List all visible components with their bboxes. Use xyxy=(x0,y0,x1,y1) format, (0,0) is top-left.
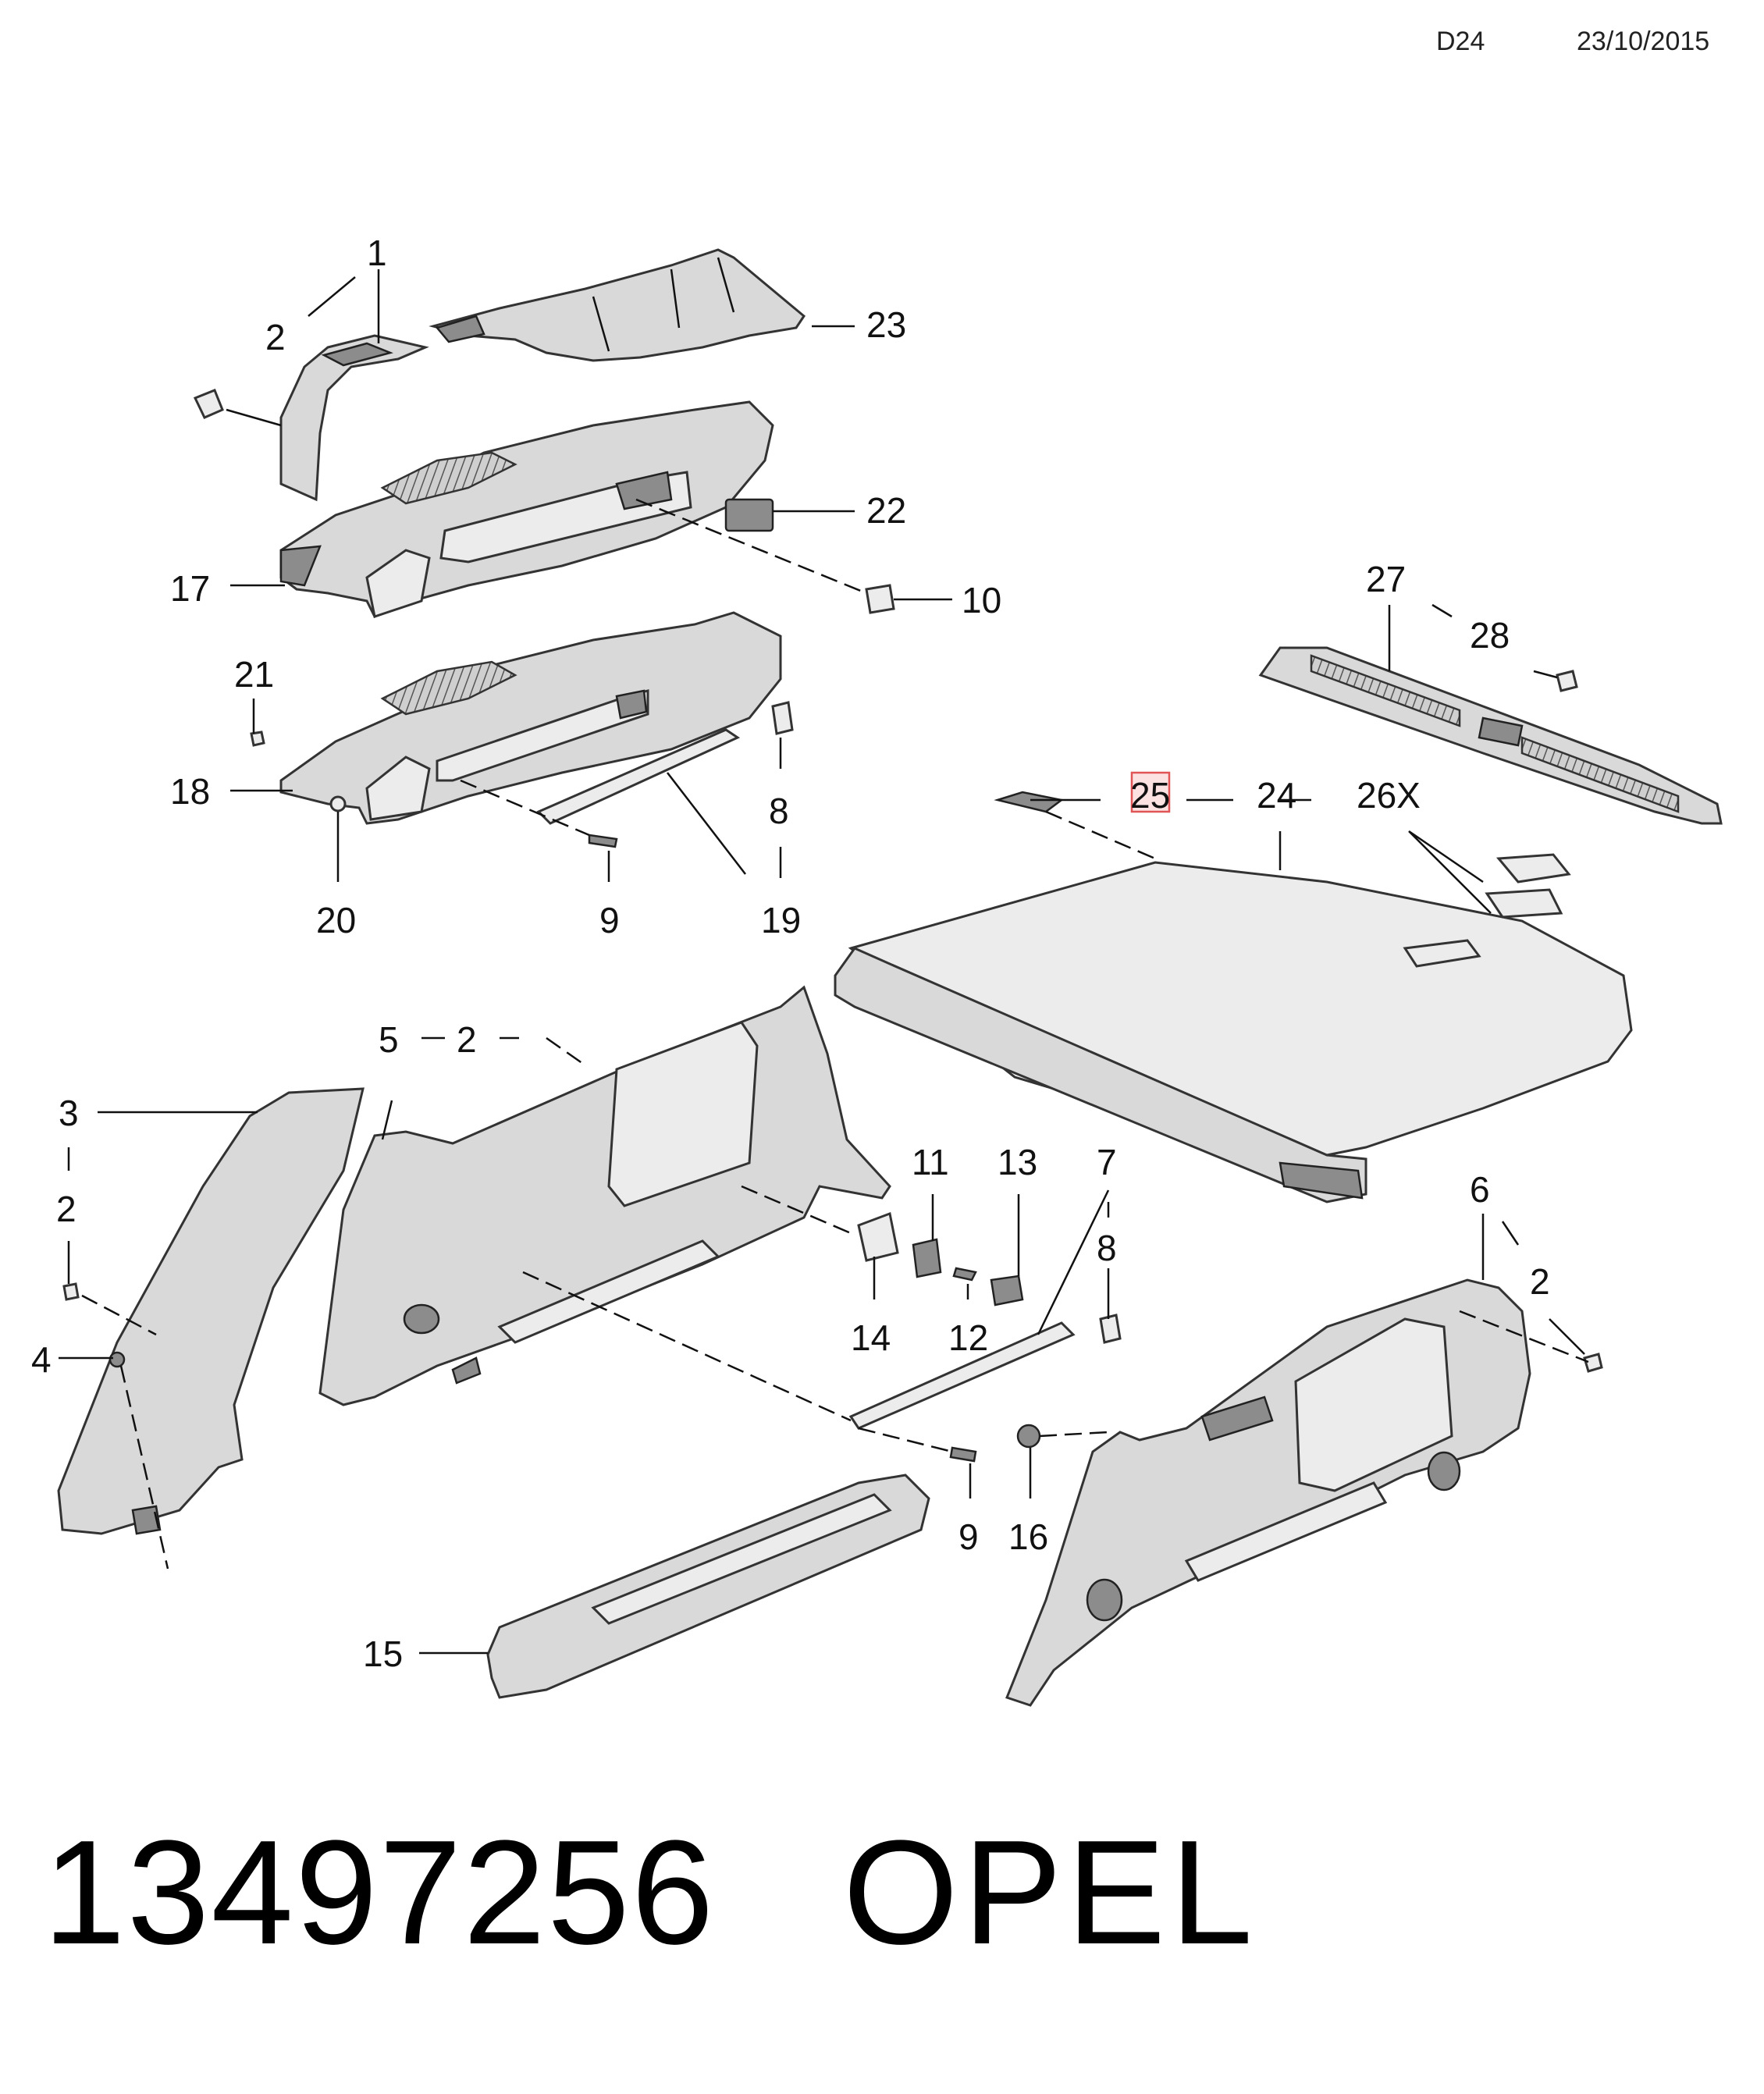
part-5-left-quarter-trim[interactable] xyxy=(318,985,891,1406)
part-21-clip[interactable] xyxy=(250,731,265,747)
callout-13[interactable]: 13 xyxy=(998,1142,1037,1182)
callout-17[interactable]: 17 xyxy=(170,568,210,609)
callout-16[interactable]: 16 xyxy=(1008,1516,1048,1557)
part-13-cover[interactable] xyxy=(990,1275,1024,1307)
callout-3[interactable]: 3 xyxy=(59,1093,79,1133)
part-24-load-cover[interactable] xyxy=(834,861,1633,1203)
part-8-clip-upper[interactable] xyxy=(771,701,794,735)
callout-22[interactable]: 22 xyxy=(866,490,906,531)
callout-2[interactable]: 2 xyxy=(56,1189,76,1229)
callout-7[interactable]: 7 xyxy=(1097,1142,1117,1182)
callout-2[interactable]: 2 xyxy=(1530,1261,1550,1302)
callout-1[interactable]: 1 xyxy=(367,233,387,273)
part-8-clip-lower[interactable] xyxy=(1099,1314,1122,1344)
callout-8[interactable]: 8 xyxy=(1097,1228,1117,1268)
part-17-upper-side-trim[interactable] xyxy=(279,400,774,619)
part-4-screw[interactable] xyxy=(108,1351,126,1368)
callout-labels: 1 2 23 22 17 10 27 28 21 18 20 9 19 8 25… xyxy=(31,233,1550,1674)
part-22-switch[interactable] xyxy=(724,498,774,532)
callout-2[interactable]: 2 xyxy=(265,317,286,357)
part-23-upper-pillar-trim[interactable] xyxy=(429,248,806,362)
part-19-rail-upper[interactable] xyxy=(536,728,741,825)
callout-20[interactable]: 20 xyxy=(316,900,356,940)
part-1-pillar-cover[interactable] xyxy=(279,334,429,502)
part-14-bezel[interactable] xyxy=(857,1211,899,1262)
diagram-date: 23/10/2015 xyxy=(1577,27,1710,56)
part-15-sill-rail[interactable] xyxy=(486,1474,930,1699)
part-16-grommet[interactable] xyxy=(1016,1424,1041,1449)
callout-18[interactable]: 18 xyxy=(170,771,210,812)
sheet-code: D24 xyxy=(1436,27,1485,56)
part-26x-handle-a[interactable] xyxy=(1495,853,1571,883)
callout-27[interactable]: 27 xyxy=(1366,559,1406,599)
callout-2[interactable]: 2 xyxy=(457,1019,477,1060)
part-27-parcel-shelf[interactable] xyxy=(1258,646,1723,825)
callout-14[interactable]: 14 xyxy=(851,1317,891,1358)
callout-19[interactable]: 19 xyxy=(761,900,801,940)
part-18-lower-side-trim[interactable] xyxy=(279,611,782,825)
part-9-screw-lower[interactable] xyxy=(949,1446,977,1463)
callout-10[interactable]: 10 xyxy=(962,580,1001,620)
part-10-cap[interactable] xyxy=(865,584,895,614)
part-3-wheel-arch-trim[interactable] xyxy=(57,1087,365,1535)
callout-25[interactable]: 25 xyxy=(1130,775,1170,816)
part-7-rail[interactable] xyxy=(848,1321,1076,1430)
callout-21[interactable]: 21 xyxy=(234,654,274,695)
part-number: 13497256 xyxy=(43,1810,716,1975)
part-6-right-quarter-trim[interactable] xyxy=(1005,1278,1531,1707)
brand-name: OPEL xyxy=(843,1810,1257,1975)
part-2-clip-right[interactable] xyxy=(1583,1353,1603,1373)
part-12-screw[interactable] xyxy=(952,1267,977,1282)
callout-23[interactable]: 23 xyxy=(866,304,906,345)
part-9-screw-upper[interactable] xyxy=(588,834,618,848)
callout-6[interactable]: 6 xyxy=(1470,1169,1490,1210)
callout-28[interactable]: 28 xyxy=(1470,615,1510,656)
callout-9[interactable]: 9 xyxy=(958,1516,979,1557)
leader-lines xyxy=(59,269,1589,1655)
callout-15[interactable]: 15 xyxy=(363,1634,403,1674)
part-11-clip[interactable] xyxy=(912,1238,942,1278)
callout-8[interactable]: 8 xyxy=(769,791,789,831)
callout-11[interactable]: 11 xyxy=(912,1142,949,1182)
part-26x-handle-b[interactable] xyxy=(1485,888,1563,919)
callout-4[interactable]: 4 xyxy=(31,1339,52,1380)
callout-26x[interactable]: 26X xyxy=(1357,775,1421,816)
part-2-clip-top[interactable] xyxy=(193,389,224,419)
callout-9[interactable]: 9 xyxy=(599,900,620,940)
callout-24[interactable]: 24 xyxy=(1257,775,1296,816)
part-28-clip[interactable] xyxy=(1556,670,1578,692)
part-2-clip-left[interactable] xyxy=(62,1282,80,1301)
callout-5[interactable]: 5 xyxy=(379,1019,399,1060)
part-25-bracket[interactable] xyxy=(994,791,1064,813)
highlighted-callout-box xyxy=(1130,771,1171,813)
callout-12[interactable]: 12 xyxy=(948,1317,988,1358)
part-20-nut[interactable] xyxy=(329,795,347,812)
